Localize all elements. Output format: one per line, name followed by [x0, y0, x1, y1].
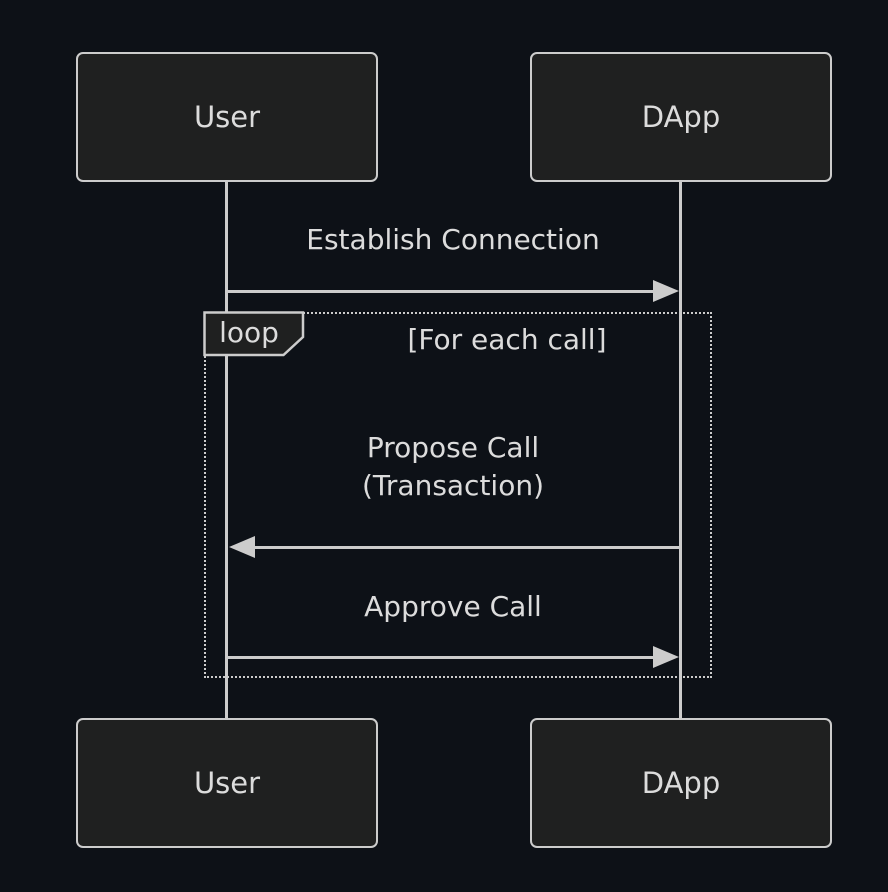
message-approve-call-label: Approve Call — [364, 590, 542, 623]
lifeline-dapp — [679, 180, 682, 720]
message-propose-call-line1: Propose Call — [366, 431, 540, 464]
lifeline-user — [225, 180, 228, 720]
arrowhead-right-icon — [653, 646, 679, 668]
loop-frame — [204, 312, 712, 678]
message-establish-connection-label: Establish Connection — [306, 223, 600, 256]
loop-label-pentagon-icon — [203, 311, 305, 357]
actor-box-dapp-bottom: DApp — [530, 718, 832, 848]
arrow-propose-call-line — [253, 546, 680, 549]
loop-label: loop — [219, 316, 279, 349]
arrowhead-left-icon — [229, 536, 255, 558]
actor-label-user-bottom: User — [193, 766, 261, 800]
loop-label-shape — [203, 311, 305, 357]
arrow-approve-call-line — [227, 656, 657, 659]
actor-box-user-bottom: User — [76, 718, 378, 848]
loop-condition-label: [For each call] — [407, 323, 607, 356]
arrowhead-right-icon — [653, 280, 679, 302]
message-propose-call-label: Propose Call (Transaction) — [227, 429, 679, 505]
actor-label-dapp-bottom: DApp — [641, 766, 721, 800]
actor-box-user-top: User — [76, 52, 378, 182]
actor-box-dapp-top: DApp — [530, 52, 832, 182]
arrow-establish-connection-line — [227, 290, 657, 293]
actor-label-dapp-top: DApp — [641, 100, 721, 134]
actor-label-user-top: User — [193, 100, 261, 134]
message-propose-call-line2: (Transaction) — [361, 469, 545, 502]
